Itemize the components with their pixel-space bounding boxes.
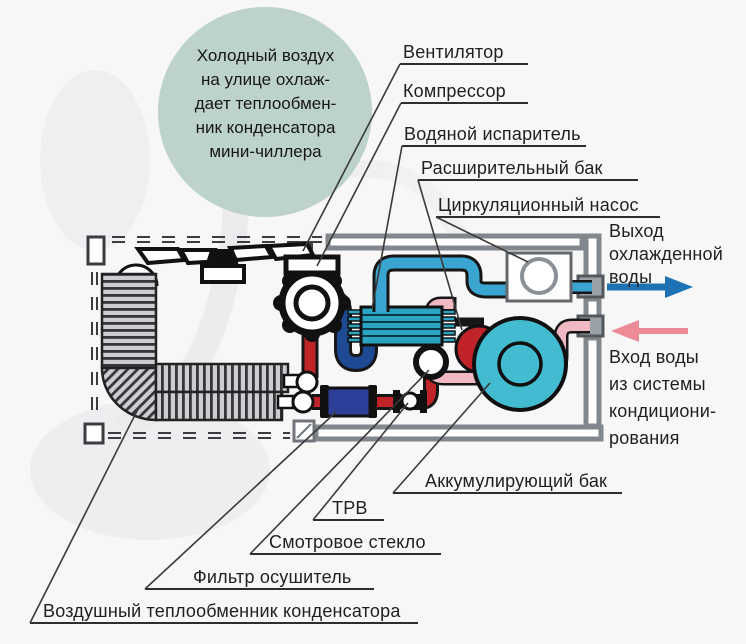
- accumulating-tank: [472, 316, 568, 412]
- bubble-line: ник конденсатора: [195, 118, 336, 137]
- condenser-coil: [100, 263, 301, 422]
- water-inlet-line: Вход воды: [609, 347, 699, 367]
- sight-glass: [413, 344, 449, 380]
- water-inlet-line: рования: [609, 428, 680, 448]
- label-air-condenser-hx: Воздушный теплообменник конденсатора: [43, 601, 401, 621]
- label-filter-dryer: Фильтр осушитель: [193, 567, 352, 587]
- fan: [134, 241, 317, 284]
- circulation-pump: [505, 251, 573, 303]
- label-compressor: Компрессор: [403, 81, 506, 101]
- water-outlet-line: воды: [609, 267, 653, 287]
- label-accumulating-tank: Аккумулирующий бак: [425, 471, 608, 491]
- water-out-arrow: [607, 276, 693, 298]
- label-water-evaporator: Водяной испаритель: [404, 124, 581, 144]
- leader-lines: [29, 63, 529, 624]
- water-inlet-line: из системы: [609, 374, 706, 394]
- bubble-line: дает теплообмен-: [194, 94, 337, 113]
- pipe-joints: [291, 370, 319, 414]
- label-fan: Вентилятор: [403, 42, 504, 62]
- label-expansion-tank: Расширительный бак: [421, 158, 603, 178]
- water-evaporator: [347, 305, 456, 347]
- bubble-line: мини-чиллера: [209, 142, 322, 161]
- filter-dryer: [320, 385, 377, 418]
- cabinet-walls: [292, 233, 604, 443]
- bubble-line: Холодный воздух: [196, 46, 335, 65]
- water-outlet-line: Выход: [609, 221, 664, 241]
- label-water-outlet: Выход охлажденной воды: [609, 220, 723, 289]
- bubble-text: Холодный воздух на улице охлаж- дает теп…: [163, 44, 368, 164]
- speech-bubble: [158, 7, 372, 217]
- label-sight-glass: Смотровое стекло: [269, 532, 426, 552]
- compressor: [273, 254, 351, 342]
- water-in-arrow: [611, 320, 688, 342]
- label-circulation-pump: Циркуляционный насос: [438, 195, 639, 215]
- water-outlet-line: охлажденной: [609, 244, 724, 264]
- bubble-line: на улице охлаж-: [200, 70, 330, 89]
- label-underlines: [30, 63, 660, 624]
- water-inlet-line: кондициони-: [609, 401, 717, 421]
- label-water-inlet: Вход воды из системы кондициони- рования: [609, 344, 716, 452]
- label-txv: ТРВ: [332, 498, 368, 518]
